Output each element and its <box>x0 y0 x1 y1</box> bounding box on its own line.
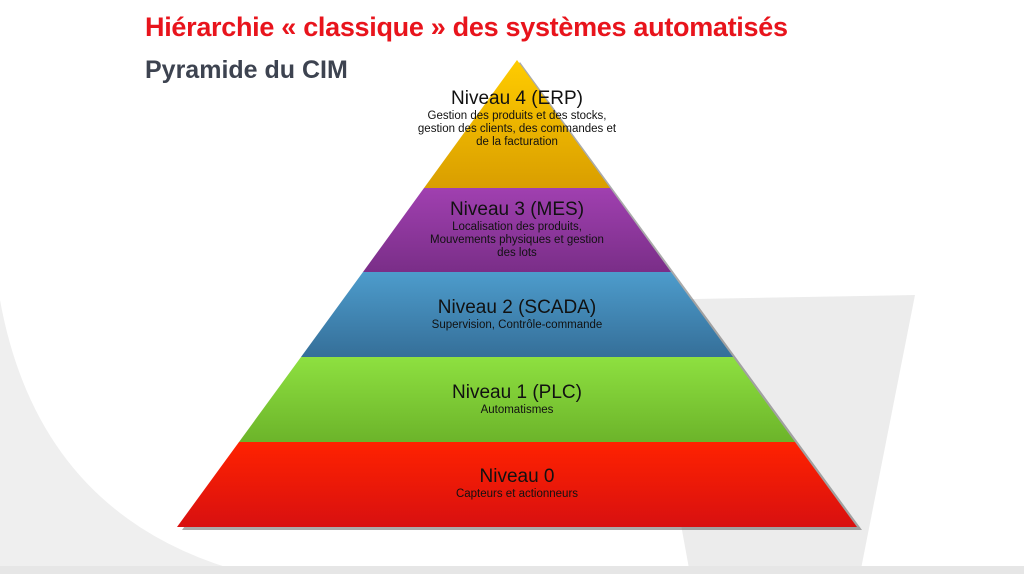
level-3-band <box>363 188 671 272</box>
level-description: Gestion des produits et des stocks, gest… <box>417 110 617 148</box>
slide-title: Hiérarchie « classique » des systèmes au… <box>145 12 788 42</box>
level-4-label: Niveau 4 (ERP) Gestion des produits et d… <box>417 88 617 149</box>
level-0-band <box>177 442 857 527</box>
level-description: Localisation des produits, Mouvements ph… <box>430 221 604 259</box>
level-4-band <box>424 60 610 188</box>
level-name: Niveau 2 (SCADA) <box>437 297 597 318</box>
level-description: Supervision, Contrôle-commande <box>431 319 603 331</box>
level-name: Niveau 4 (ERP) <box>451 88 583 109</box>
slide-subtitle: Pyramide du CIM <box>145 56 348 84</box>
level-1-label: Niveau 1 (PLC) Automatismes <box>367 382 667 417</box>
level-description: Capteurs et actionneurs <box>455 488 579 500</box>
level-2-band <box>301 272 733 357</box>
level-name: Niveau 0 <box>479 466 555 487</box>
level-1-band <box>239 357 795 442</box>
level-2-label: Niveau 2 (SCADA) Supervision, Contrôle-c… <box>367 297 667 332</box>
level-3-label: Niveau 3 (MES) Localisation des produits… <box>367 199 667 260</box>
level-name: Niveau 3 (MES) <box>449 199 585 220</box>
level-name: Niveau 1 (PLC) <box>452 382 582 403</box>
level-0-label: Niveau 0 Capteurs et actionneurs <box>367 466 667 501</box>
level-description: Automatismes <box>480 404 554 416</box>
